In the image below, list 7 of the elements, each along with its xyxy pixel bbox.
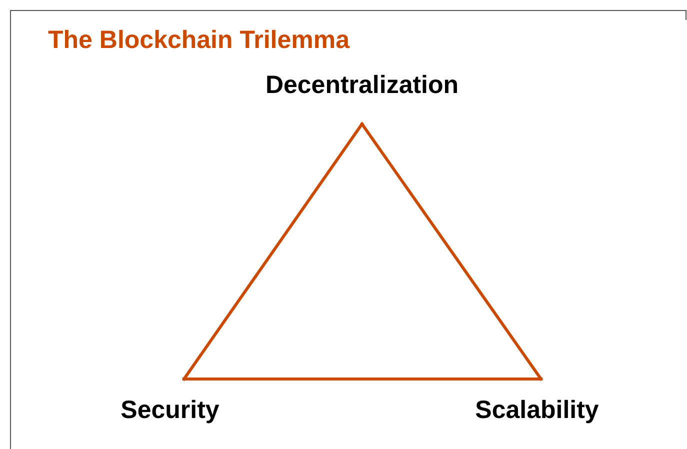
- vertex-label: Security: [120, 395, 220, 425]
- triangle-side: [182, 122, 364, 380]
- triangle-side: [360, 122, 542, 380]
- vertex-label: Decentralization: [265, 70, 459, 100]
- vertex-label: Scalability: [475, 395, 599, 425]
- diagram-title: The Blockchain Trilemma: [48, 26, 350, 55]
- triangle-side: [182, 378, 542, 380]
